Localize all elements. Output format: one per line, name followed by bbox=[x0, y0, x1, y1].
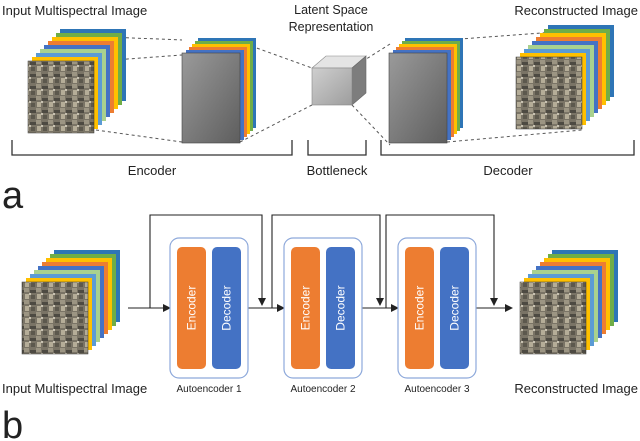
latent-space-label-line1: Latent Space bbox=[294, 3, 368, 17]
decoder-bracket bbox=[380, 140, 635, 156]
encoder-block bbox=[291, 247, 320, 369]
decoder-block bbox=[326, 247, 355, 369]
autoencoder-name: Autoencoder 2 bbox=[290, 384, 355, 395]
autoencoder-1: Encoder Decoder Autoencoder 1 bbox=[169, 237, 249, 395]
bottleneck-label: Bottleneck bbox=[307, 163, 368, 178]
input-image-stack bbox=[27, 29, 126, 134]
encoder-bracket bbox=[11, 140, 293, 156]
autoencoder-name: Autoencoder 1 bbox=[176, 384, 241, 395]
decoder-block-label: Decoder bbox=[334, 285, 348, 330]
encoder-block bbox=[177, 247, 206, 369]
decoder-label: Decoder bbox=[483, 163, 533, 178]
autoencoder-2: Encoder Decoder Autoencoder 2 bbox=[283, 237, 363, 395]
input-image-label: Input Multispectral Image bbox=[2, 3, 147, 18]
input-image-label-b: Input Multispectral Image bbox=[2, 381, 147, 396]
reconstructed-image-label-b: Reconstructed Image bbox=[514, 381, 638, 396]
flow-connectors bbox=[128, 214, 513, 312]
autoencoder-3: Encoder Decoder Autoencoder 3 bbox=[397, 237, 477, 395]
encoder-block-label: Encoder bbox=[299, 286, 313, 331]
decoder-block bbox=[212, 247, 241, 369]
reconstructed-image-label: Reconstructed Image bbox=[514, 3, 638, 18]
latent-space-cube bbox=[311, 55, 367, 106]
encoder-block-label: Encoder bbox=[185, 286, 199, 331]
latent-space-label-line2: Representation bbox=[289, 20, 374, 34]
decoder-block-label: Decoder bbox=[220, 285, 234, 330]
autoencoder-name: Autoencoder 3 bbox=[404, 384, 469, 395]
encoder-block bbox=[405, 247, 434, 369]
reconstructed-image-stack-b bbox=[519, 250, 618, 355]
decoder-block-label: Decoder bbox=[448, 285, 462, 330]
encoder-label: Encoder bbox=[128, 163, 177, 178]
panel-b-letter: b bbox=[2, 405, 23, 441]
panel-b: Input Multispectral Image Encoder Decode… bbox=[2, 214, 638, 441]
decoder-feature-block bbox=[388, 38, 463, 144]
bottleneck-bracket bbox=[307, 140, 367, 156]
panel-a: Input Multispectral Image Latent Space R… bbox=[2, 3, 638, 217]
encoder-block-label: Encoder bbox=[413, 286, 427, 331]
decoder-block bbox=[440, 247, 469, 369]
reconstructed-image-stack bbox=[515, 25, 614, 130]
input-image-stack-b bbox=[21, 250, 120, 355]
panel-a-letter: a bbox=[2, 175, 24, 217]
encoder-feature-block bbox=[181, 38, 256, 144]
